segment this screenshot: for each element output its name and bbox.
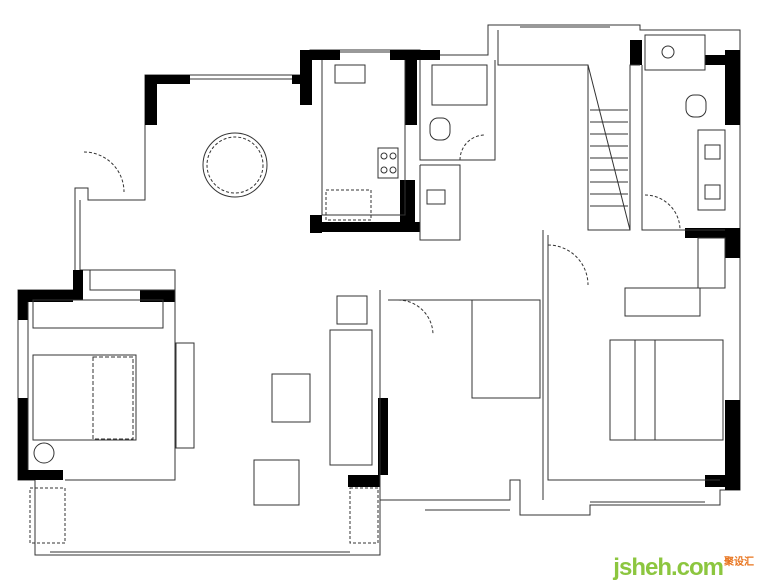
vanity-2 [697, 129, 726, 211]
stove [377, 147, 399, 179]
furniture [29, 34, 726, 544]
wardrobe-left [175, 342, 195, 449]
interior-walls [27, 26, 725, 553]
watermark-logo: jsheh.com 聚设汇 [613, 553, 754, 580]
watermark-cn-text: 聚设汇 [724, 557, 754, 568]
toilet-2 [685, 94, 707, 118]
coffee-table [271, 373, 311, 423]
bed-middle [471, 299, 541, 399]
kitchen-sink [334, 64, 366, 84]
toilet-1 [429, 117, 451, 141]
round-table [202, 132, 268, 198]
watermark-text: jsheh.com [613, 554, 724, 581]
stairs [587, 64, 631, 231]
doors [83, 134, 681, 336]
shower-1 [431, 64, 488, 106]
bed-right [609, 339, 724, 441]
sofa [329, 329, 373, 466]
bed-left [32, 354, 137, 441]
walls [18, 40, 740, 490]
shower-2 [644, 34, 706, 71]
sink-1 [426, 189, 446, 205]
